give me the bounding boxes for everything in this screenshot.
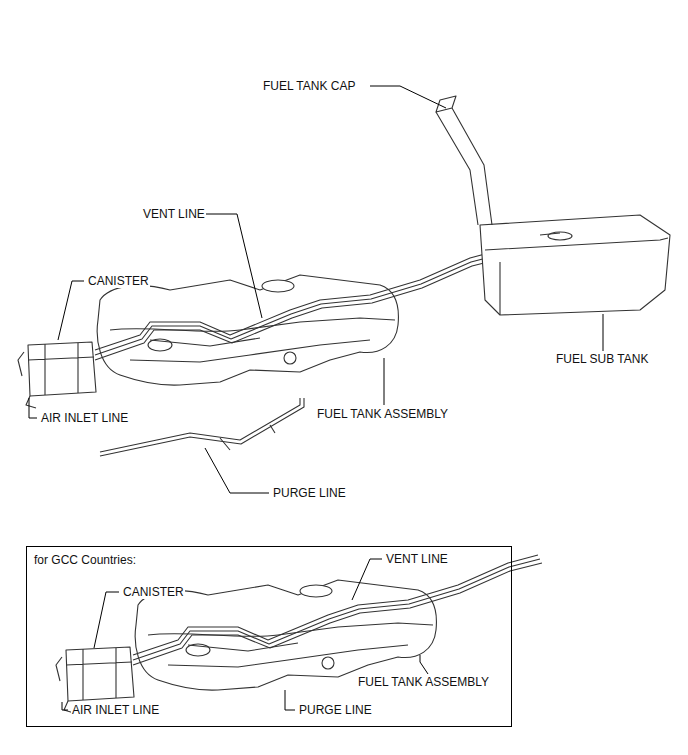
part-label: PURGE LINE	[272, 486, 347, 500]
inset-frame: for GCC Countries:	[26, 546, 512, 727]
part-label: VENT LINE	[142, 207, 206, 221]
part-label: FUEL TANK ASSEMBLY	[316, 407, 449, 421]
part-label: CANISTER	[122, 585, 185, 599]
part-label: VENT LINE	[385, 552, 449, 566]
part-label: AIR INLET LINE	[40, 411, 129, 425]
part-label: FUEL TANK ASSEMBLY	[357, 675, 490, 689]
part-label: FUEL SUB TANK	[555, 352, 649, 366]
inset-heading: for GCC Countries:	[34, 553, 136, 567]
part-label: CANISTER	[87, 274, 150, 288]
part-label: AIR INLET LINE	[71, 703, 160, 717]
part-label: FUEL TANK CAP	[262, 79, 356, 93]
part-label: PURGE LINE	[298, 703, 373, 717]
